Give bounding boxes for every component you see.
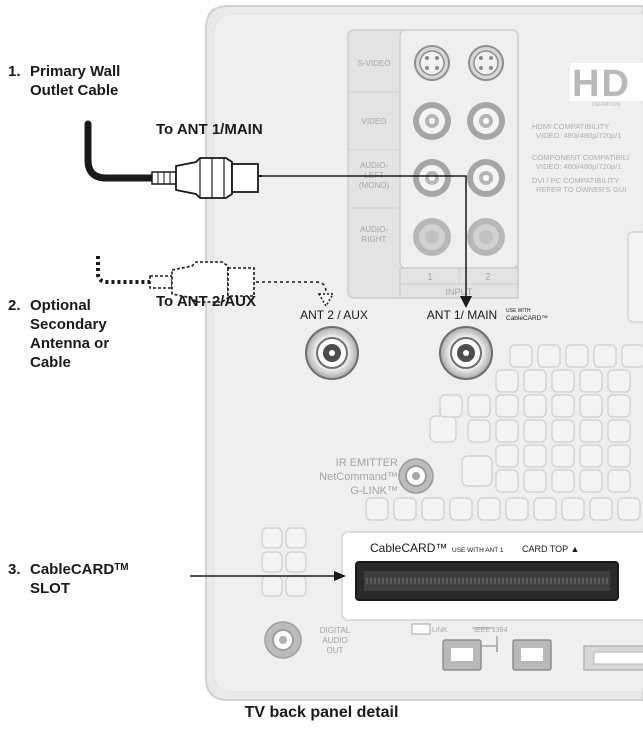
cablecard-arrow: [190, 571, 346, 581]
ant1-panel-label: ANT 1/ MAIN: [427, 308, 497, 322]
callout-optional-antenna: 2. Optional Secondary Antenna or Cable: [8, 296, 109, 372]
digital-audio-jack: [264, 621, 302, 659]
audio-right-label-2: RIGHT: [362, 235, 387, 244]
vent-grid: [261, 231, 643, 597]
callout-3-line-2: SLOT: [30, 580, 70, 597]
hdmi-compat-2: VIDEO: 480i/480p/720p/1: [536, 131, 621, 140]
callout-2-line-2: Secondary: [30, 316, 107, 333]
audio-left-label-3: (MONO): [359, 181, 390, 190]
callout-1-number: 1.: [8, 63, 21, 80]
digital-audio-label-3: OUT: [327, 646, 344, 655]
video-label: VIDEO: [362, 117, 387, 126]
hd-logo-subtext: DEFINITION: [592, 102, 621, 108]
hd-logo-text: HD: [572, 63, 631, 105]
ieee-1394-label: IEEE 1394: [474, 627, 508, 634]
ant1-connector: [439, 326, 493, 380]
ir-emitter-label: IR EMITTER: [336, 457, 398, 469]
audio-left-label-1: AUDIO-: [360, 161, 388, 170]
ieee-link-label: LINK: [432, 627, 448, 634]
input-col-1-label: 1: [427, 272, 433, 283]
cablecard-slot-use-note: USE WITH ANT 1: [452, 547, 504, 554]
cablecard-slot-label: CableCARD™: [370, 541, 447, 555]
digital-audio-label-1: DIGITAL: [320, 626, 351, 635]
component-compat-2: VIDEO: 480i/480p/720p/1: [536, 162, 621, 171]
hdmi-compat-1: HDMI COMPATIBILITY: [532, 122, 609, 131]
callout-1-line-2: Outlet Cable: [30, 82, 119, 99]
hd-logo: HD DEFINITION: [570, 63, 643, 108]
svideo-label: S-VIDEO: [358, 59, 391, 68]
callout-primary-cable: 1. Primary Wall Outlet Cable: [8, 62, 120, 100]
cablecard-slot-top-note: CARD TOP ▲: [522, 544, 579, 554]
dvi-compat-2: REFER TO OWNER'S GUI: [536, 185, 626, 194]
cablecard-slot: [341, 531, 643, 621]
callout-2-number: 2.: [8, 297, 21, 314]
to-ant2-label: To ANT 2/AUX: [156, 293, 256, 310]
to-ant1-label: To ANT 1/MAIN: [156, 121, 263, 138]
panel-body: [205, 5, 643, 701]
ant2-connector: [305, 326, 359, 380]
callout-2-line-4: Cable: [30, 354, 71, 371]
secondary-cable: [96, 256, 335, 308]
ant1-note-2: CableCARD™: [506, 315, 548, 322]
ant2-panel-label: ANT 2 / AUX: [300, 308, 368, 322]
audio-right-label-1: AUDIO-: [360, 225, 388, 234]
g-link-label: G-LINK™: [350, 485, 398, 497]
dvi-compat-1: DVI / PC COMPATIBILITY: [532, 176, 619, 185]
callout-3-number: 3.: [8, 561, 21, 578]
callout-2-line-3: Antenna or: [30, 335, 110, 352]
ir-emitter-jack: [398, 458, 434, 494]
ieee1394-ports: LINK IEEE 1394: [411, 623, 643, 671]
digital-audio-label-2: AUDIO: [322, 636, 347, 645]
callout-1-line-1: Primary Wall: [30, 63, 121, 80]
component-compat-1: COMPONENT COMPATIBILI: [532, 153, 629, 162]
ant1-note-1: USE WITH: [506, 308, 531, 314]
callout-2-line-1: Optional: [30, 297, 91, 314]
callout-3-line-1: CableCARD: [30, 561, 115, 578]
figure-caption: TV back panel detail: [244, 704, 399, 721]
netcommand-label: NetCommand™: [319, 471, 398, 483]
svideo-jacks: [414, 45, 504, 81]
input-label: INPUT: [446, 287, 474, 297]
input-col-2-label: 2: [485, 272, 491, 283]
callout-cablecard-slot: 3. CableCARDTM SLOT: [8, 560, 129, 598]
callout-3-tm: TM: [114, 562, 129, 573]
primary-cable: [84, 120, 472, 308]
